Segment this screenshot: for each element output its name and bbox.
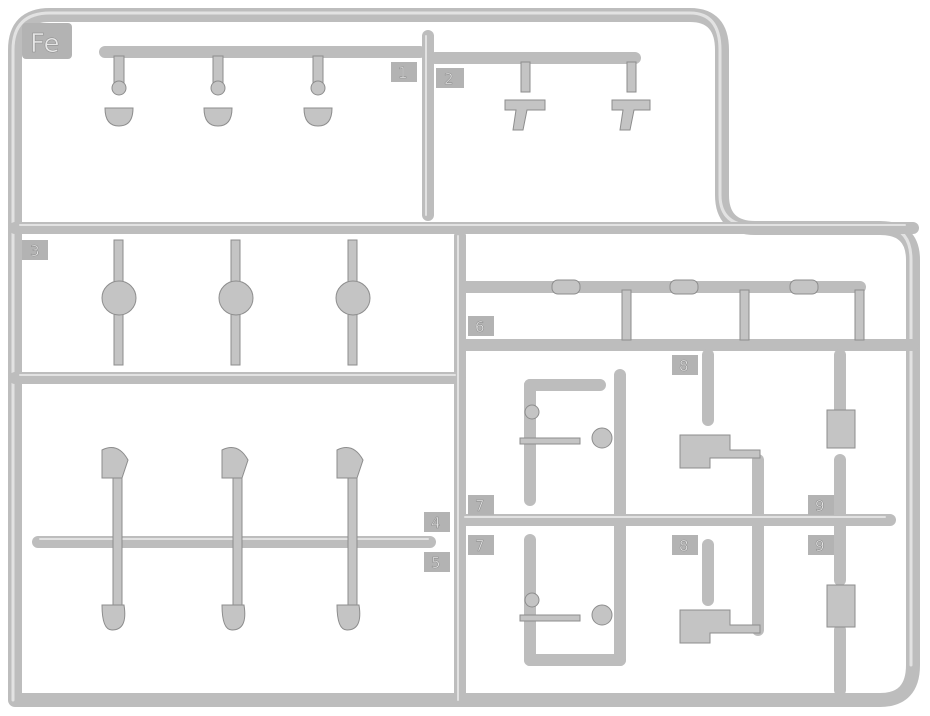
part-number: 2 <box>444 70 454 88</box>
helmet-parts <box>104 55 333 127</box>
part-number: 3 <box>30 242 40 260</box>
sprue-label: Fe <box>30 29 60 59</box>
part-number: 8 <box>679 357 689 375</box>
part-number: 4 <box>431 514 441 532</box>
part-number: 8 <box>679 537 689 555</box>
part-number: 6 <box>475 318 485 336</box>
weapon-parts <box>519 404 856 644</box>
part-number: 1 <box>398 64 408 82</box>
part-number: 7 <box>475 537 485 555</box>
part-number: 9 <box>815 497 825 515</box>
part-number-tags: 1 2 3 4 5 6 7 7 8 8 9 9 <box>22 62 834 572</box>
part-number: 9 <box>815 537 825 555</box>
sprue-frame <box>8 8 920 707</box>
part-number: 7 <box>475 497 485 515</box>
grenade-parts <box>101 239 371 366</box>
goggle-parts <box>551 279 865 341</box>
sprue-label-tag: Fe <box>22 23 72 59</box>
pistol-parts <box>504 61 651 131</box>
pouch-parts <box>101 447 364 631</box>
part-number: 5 <box>431 554 441 572</box>
